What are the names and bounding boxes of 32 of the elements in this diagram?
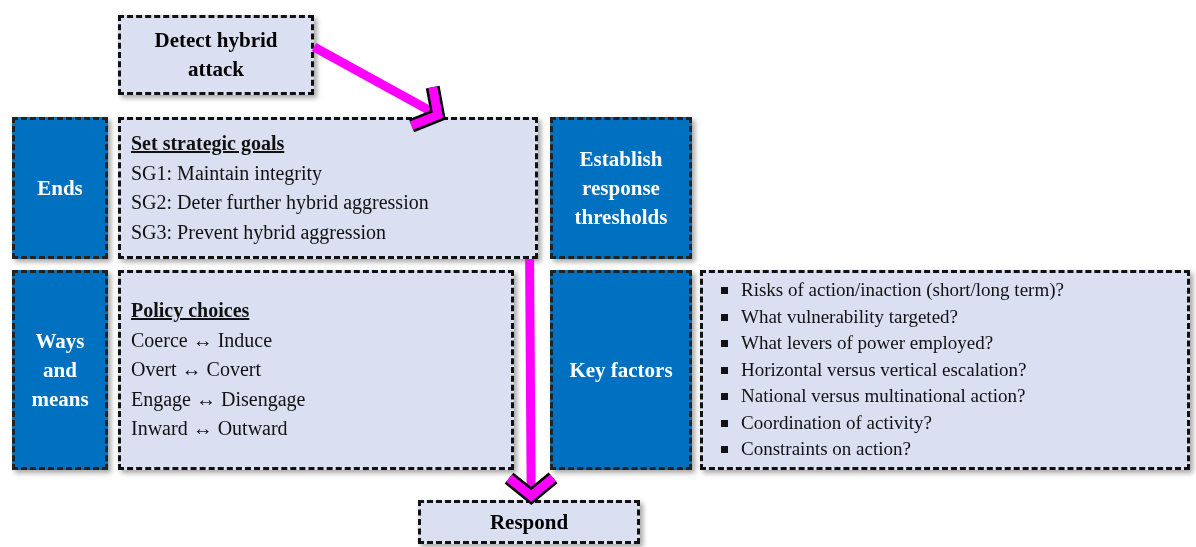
list-item: Overt ↔ Covert [131,357,262,383]
step-box [418,500,640,544]
list-item: SG3: Prevent hybrid aggression [131,219,387,246]
list-item: Inward ↔ Outward [131,416,289,442]
bullet-item: What levers of power employed? [713,330,1177,357]
step-box [118,15,314,95]
label: Ways and means [30,327,90,413]
factor-list-box [700,270,1190,470]
list-item: SG1: Maintain integrity [131,160,324,187]
category-box [12,270,108,470]
category-box [550,270,692,470]
content-box [118,270,514,470]
bullet-item: National versus multinational action? [713,383,1177,410]
category-box [12,117,108,259]
label: Respond [488,508,570,536]
label: Key factors [568,356,674,384]
list-item: SG2: Deter further hybrid aggression [131,190,430,216]
bullet-item: What vulnerability targeted? [713,303,1177,331]
list-item: Coerce ↔ Induce [131,327,274,353]
bullet-item: Risks of action/inaction (short/long term)? [713,277,1177,304]
bullet-item: Coordination of activity? [713,409,1177,437]
content-box [118,117,538,259]
bullet-item: Horizontal versus vertical escalation? [713,356,1177,384]
category-box [550,117,692,259]
label: Establish response thresholds [573,145,669,231]
bullet-item: Constraints on action? [713,436,1177,463]
heading: Policy choices [131,298,251,324]
label: Detect hybrid attack [153,27,279,83]
heading: Set strategic goals [131,131,286,157]
label: Ends [36,174,84,202]
list-item: Engage ↔ Disengage [131,386,307,413]
arrow [311,43,445,133]
